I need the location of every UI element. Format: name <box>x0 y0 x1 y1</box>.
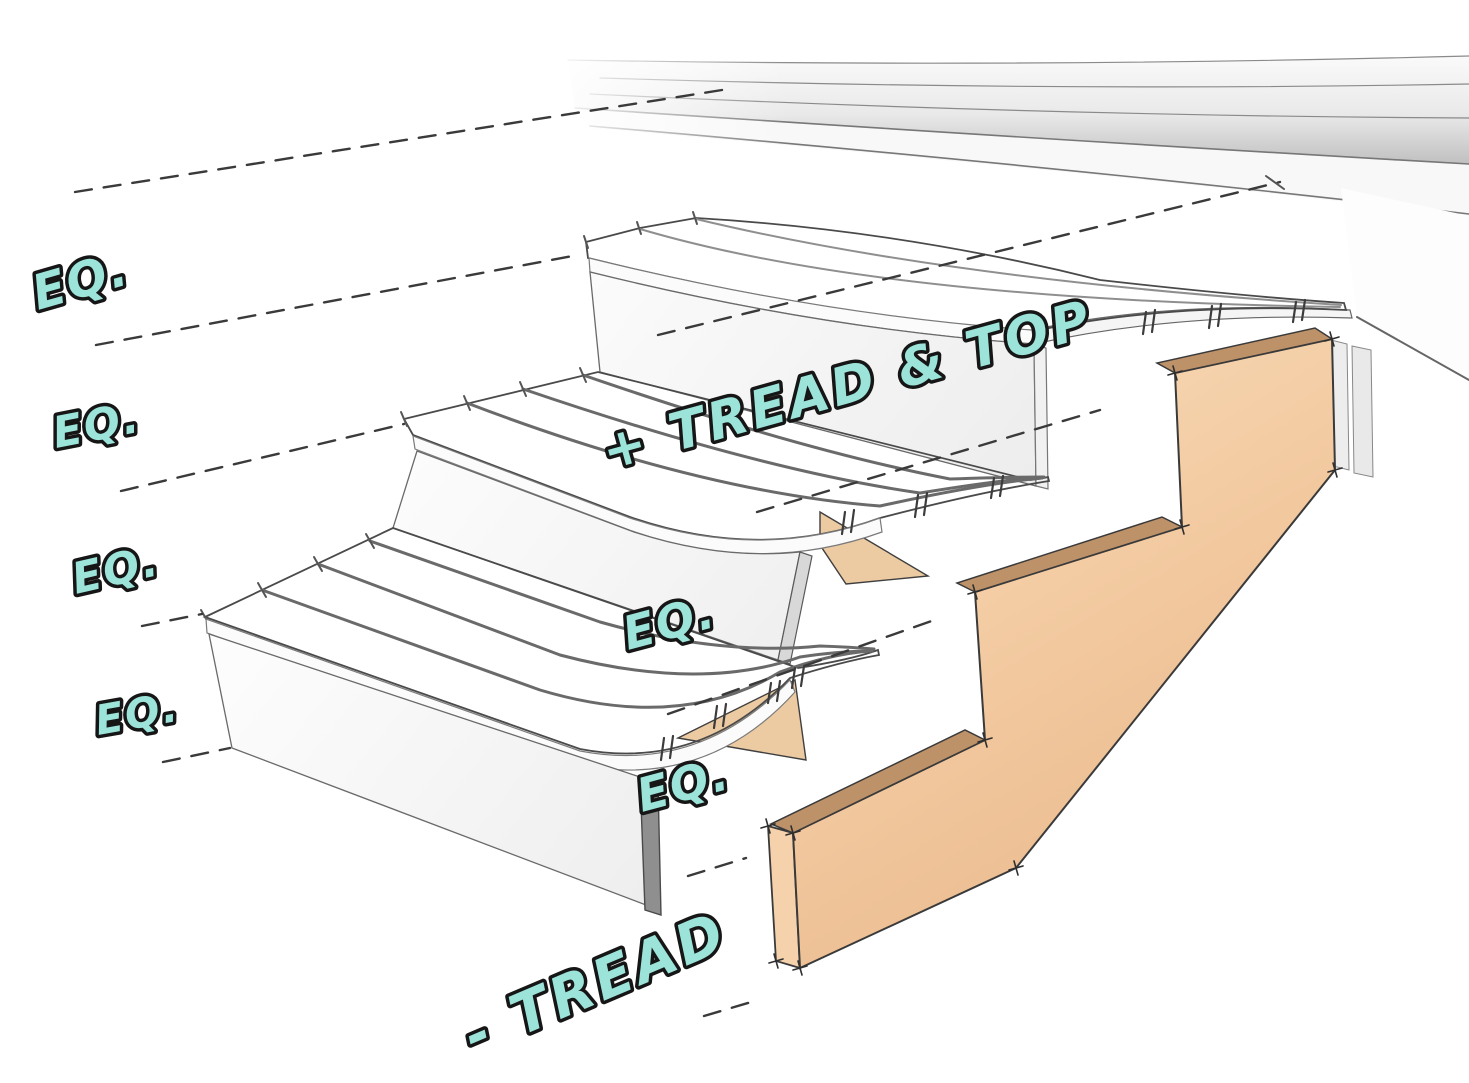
step-bottom <box>200 527 881 916</box>
riser-end-cap <box>1033 343 1049 490</box>
deck-post <box>1351 345 1374 478</box>
riser-face <box>392 450 801 661</box>
deck-rim-lower <box>1341 188 1469 378</box>
eq-label-left-4: EQ. <box>91 683 182 745</box>
leader-eq-low <box>666 616 942 716</box>
stringer-edge-band <box>1154 327 1334 374</box>
level-line-bottom-tread <box>140 612 204 628</box>
tread-extension-strip <box>1031 306 1353 345</box>
leader-eq-mid <box>755 408 1102 514</box>
riser-face <box>208 633 655 909</box>
level-line-deck <box>73 88 724 194</box>
eq-label-left-3: EQ. <box>67 536 164 605</box>
stringer <box>760 327 1343 976</box>
level-line-ground <box>161 746 232 764</box>
level-line-top-tread <box>94 253 580 347</box>
eq-label-left-2: EQ. <box>49 393 145 459</box>
stringer-edge-band <box>955 516 1184 593</box>
stringer-edge-band <box>769 729 987 834</box>
deck <box>520 0 1469 478</box>
leader-bottom-note-2 <box>702 998 760 1018</box>
guide-lines <box>73 88 1285 1018</box>
step-middle <box>392 367 1051 665</box>
level-line-mid-tread <box>119 422 406 493</box>
tread-trim <box>205 618 796 771</box>
riser-end-edge <box>777 551 813 665</box>
eq-label-left-1: EQ. <box>26 241 135 322</box>
leader-bottom-note-1 <box>686 856 748 878</box>
deck-left-fade <box>520 0 810 240</box>
riser-end-strip <box>639 776 662 916</box>
leader-top-note <box>656 180 1282 337</box>
bottom-adjustment-note: - TREAD <box>454 900 737 1069</box>
